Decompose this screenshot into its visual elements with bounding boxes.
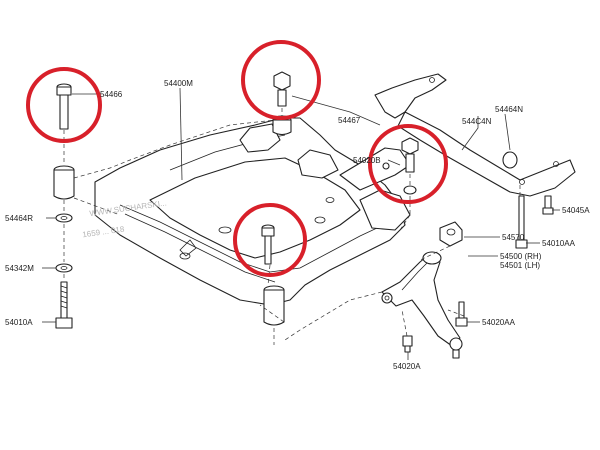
highlight-circle-right-bolt <box>368 124 448 204</box>
label-54020AA: 54020AA <box>482 318 516 327</box>
left-parts-stack <box>53 83 75 329</box>
stabilizer-bar-bracket <box>374 73 576 197</box>
label-54570: 54570 <box>502 233 525 242</box>
bolt-right-stack <box>382 137 419 215</box>
label-54010AA: 54010AA <box>542 239 576 248</box>
label-54464R: 54464R <box>5 214 33 223</box>
bushing-lower-center <box>263 285 285 345</box>
label-54501: 54501 (LH) <box>500 261 540 270</box>
bolt-54466 <box>56 83 72 130</box>
highlight-circles <box>26 40 448 277</box>
bolt-54045A <box>542 195 554 215</box>
bolt-54010AA <box>515 195 528 249</box>
washer-54342M <box>55 263 73 273</box>
highlight-circle-center-bolt <box>233 203 307 277</box>
label-54466: 54466 <box>100 90 123 99</box>
bushing-54464N <box>502 151 518 169</box>
label-54500: 54500 (RH) <box>500 252 542 261</box>
bolt-top-center <box>273 71 291 118</box>
label-54400M: 54400M <box>164 79 193 88</box>
label-54010A: 54010A <box>5 318 33 327</box>
label-544C4N: 544C4N <box>462 117 492 126</box>
bolt-54010A <box>55 281 73 329</box>
label-54045A: 54045A <box>562 206 590 215</box>
part-labels: 54466 54400M 54467 544C4N 54464N 54020B … <box>5 79 590 371</box>
bolt-lower-center <box>261 224 275 265</box>
label-54020B: 54020B <box>353 156 381 165</box>
label-54464N: 54464N <box>495 105 523 114</box>
washer-54464R <box>55 213 73 223</box>
bushing-left <box>53 165 75 200</box>
label-54467: 54467 <box>338 116 361 125</box>
bushing-54570 <box>439 221 463 247</box>
watermark-line-2: 1659 ... 018 <box>82 225 126 240</box>
highlight-circle-left-bolt <box>26 67 102 143</box>
label-54342M: 54342M <box>5 264 34 273</box>
label-54020A: 54020A <box>393 362 421 371</box>
dashed-connectors <box>73 119 521 341</box>
bolt-54020A <box>402 335 413 353</box>
highlight-circle-top-bolt <box>241 40 321 120</box>
bolt-54020AA <box>455 301 468 327</box>
lower-control-arm <box>381 251 463 359</box>
